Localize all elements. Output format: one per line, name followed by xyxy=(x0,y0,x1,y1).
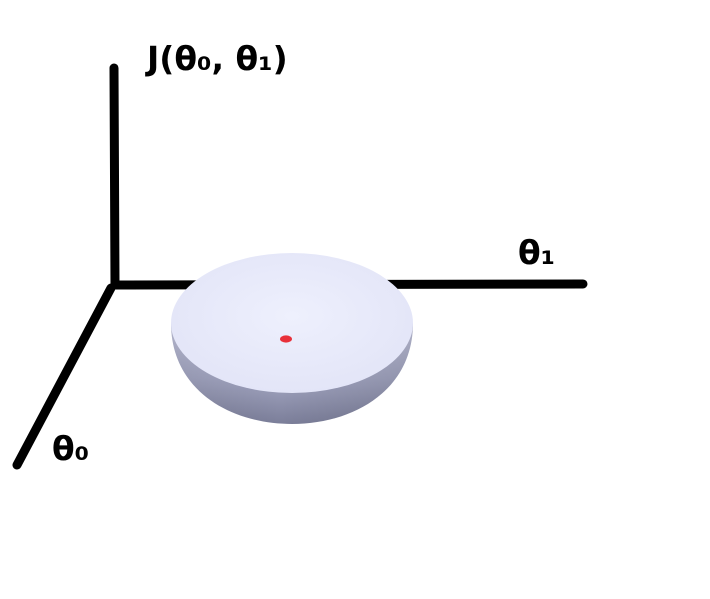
y-axis-label: θ₁ xyxy=(518,233,555,272)
bowl-top-surface xyxy=(171,253,413,393)
z-axis-line xyxy=(109,63,120,290)
x-axis-line xyxy=(12,283,116,470)
minimum-point xyxy=(280,335,292,343)
cost-surface-bowl xyxy=(171,253,413,424)
z-axis-label: J(θ₀, θ₁) xyxy=(145,39,288,78)
x-axis-label: θ₀ xyxy=(52,429,89,468)
